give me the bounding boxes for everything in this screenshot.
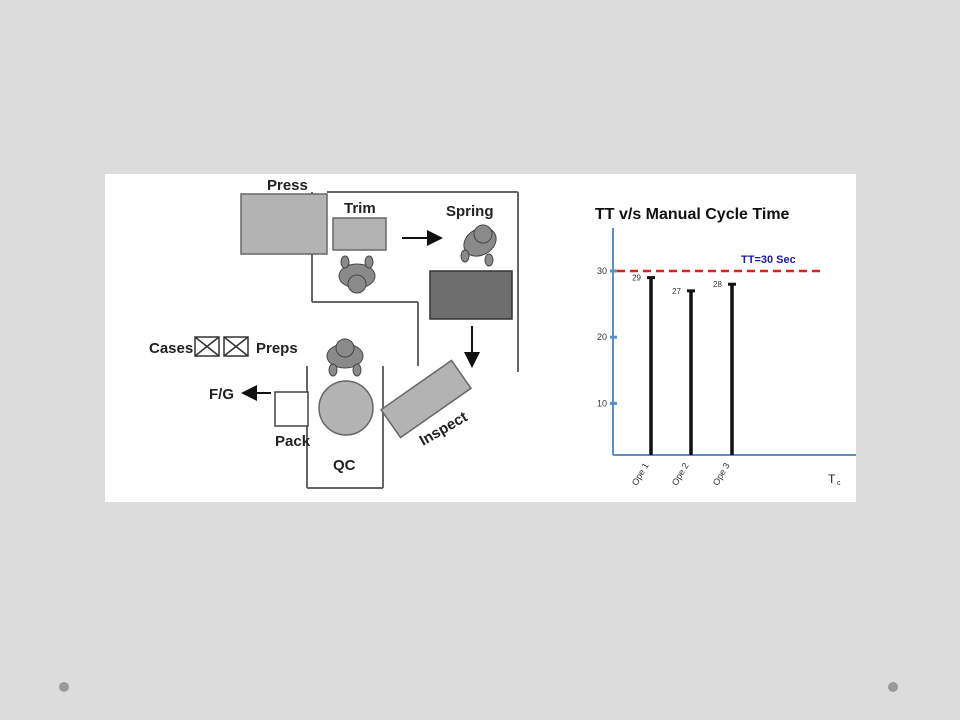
trim-label: Trim: [344, 200, 376, 217]
flow-boundary-lines: [306, 191, 519, 489]
y-tick-label-20: 20: [597, 332, 607, 342]
bar-value-label-2: 27: [672, 287, 681, 296]
chart-title: TT v/s Manual Cycle Time: [595, 206, 790, 223]
spring-operator-icon: [460, 224, 497, 267]
slide-panel: Press Trim Spring Inspect: [105, 174, 856, 502]
x-axis-label-subscript: c: [837, 480, 841, 487]
qc-label: QC: [333, 457, 356, 474]
category-label-2: Ope 2: [670, 461, 691, 487]
nav-dot-right[interactable]: [888, 682, 898, 692]
trim-machine: [332, 217, 387, 251]
bar-value-label-1: 29: [632, 274, 641, 283]
fg-label: F/G: [209, 386, 234, 403]
press-machine: [240, 193, 328, 255]
qc-operator-icon: [326, 338, 364, 377]
pack-label: Pack: [275, 433, 311, 450]
y-tick-label-30: 30: [597, 266, 607, 276]
x-axis-label: T: [828, 472, 836, 486]
preps-label: Preps: [256, 340, 298, 357]
cases-label: Cases: [149, 340, 193, 357]
nav-dot-left[interactable]: [59, 682, 69, 692]
pack-box: [274, 391, 309, 427]
spring-machine: [429, 270, 513, 320]
qc-table: [318, 380, 374, 436]
spring-label: Spring: [446, 203, 494, 220]
y-tick-label-10: 10: [597, 398, 607, 408]
cases-box-icon: [194, 336, 220, 357]
cycle-time-chart: TT v/s Manual Cycle Time 10 20 30 TT=30 Sec…: [581, 174, 856, 502]
tt-reference-label: TT=30 Sec: [741, 254, 796, 266]
plant-layout-diagram: Press Trim Spring Inspect: [149, 177, 519, 489]
category-label-1: Ope 1: [630, 461, 651, 487]
bar-value-label-3: 28: [713, 280, 722, 289]
inspect-machine: [379, 359, 473, 439]
trim-operator-icon: [338, 255, 376, 294]
category-label-3: Ope 3: [711, 461, 732, 487]
preps-box-icon: [223, 336, 249, 357]
press-label: Press: [267, 177, 308, 194]
